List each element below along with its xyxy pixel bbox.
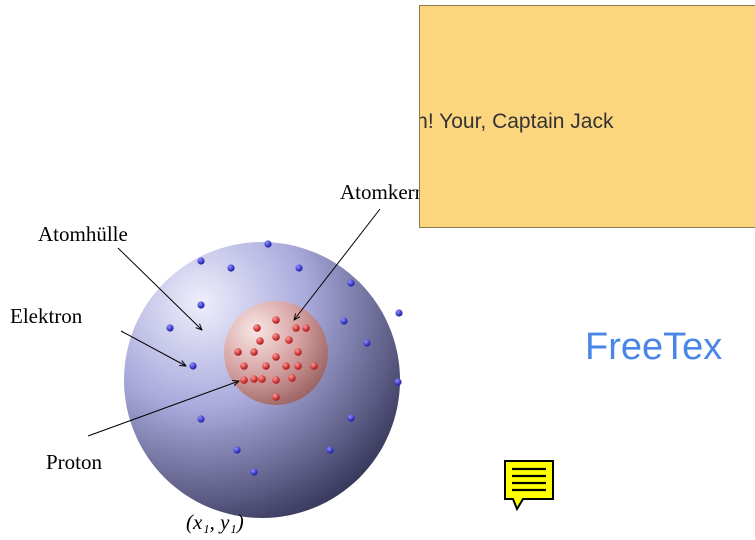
- freetext-annotation[interactable]: FreeTex: [585, 326, 723, 368]
- proton: [285, 336, 293, 344]
- electrons: [166, 240, 403, 476]
- electron: [166, 324, 174, 332]
- proton: [294, 348, 302, 356]
- note-icon[interactable]: [503, 459, 555, 513]
- proton: [234, 348, 242, 356]
- proton: [272, 393, 280, 401]
- label-coordinates: (x₁, y₁): [186, 510, 244, 534]
- proton: [272, 333, 280, 341]
- proton: [250, 375, 258, 383]
- electron: [340, 317, 348, 325]
- label-elektron: Elektron: [10, 304, 83, 328]
- proton: [292, 324, 300, 332]
- elektron-arrow: [120, 330, 186, 366]
- protons: [234, 316, 318, 401]
- popup-annotation[interactable]: tion! Your, Captain Jack: [419, 5, 755, 228]
- proton: [272, 316, 280, 324]
- proton: [240, 376, 248, 384]
- electron: [394, 378, 402, 386]
- proton: [272, 376, 280, 384]
- electron: [197, 301, 205, 309]
- proton: [253, 324, 261, 332]
- electron: [363, 339, 371, 347]
- atomhuelle-arrow: [117, 247, 202, 330]
- popup-text: tion! Your, Captain Jack: [420, 110, 614, 133]
- electron: [326, 446, 334, 454]
- atom-nucleus: [224, 301, 328, 405]
- electron: [395, 309, 403, 317]
- electron: [295, 264, 303, 272]
- electron: [197, 415, 205, 423]
- electron: [264, 240, 272, 248]
- electron: [189, 362, 197, 370]
- proton: [258, 375, 266, 383]
- proton: [272, 353, 280, 361]
- proton: [288, 374, 296, 382]
- electron: [197, 257, 205, 265]
- label-proton: Proton: [46, 450, 103, 474]
- proton: [282, 362, 290, 370]
- electron: [347, 279, 355, 287]
- label-atomkern: Atomkern: [340, 180, 426, 204]
- electron: [233, 446, 241, 454]
- proton: [302, 324, 310, 332]
- proton: [262, 362, 270, 370]
- proton: [256, 337, 264, 345]
- electron: [227, 264, 235, 272]
- electron: [347, 414, 355, 422]
- label-atomhuelle: Atomhülle: [38, 222, 128, 246]
- proton: [240, 362, 248, 370]
- proton-arrow: [87, 381, 239, 437]
- proton: [250, 348, 258, 356]
- proton: [294, 362, 302, 370]
- atomkern-arrow: [294, 208, 381, 320]
- proton: [310, 362, 318, 370]
- electron: [250, 468, 258, 476]
